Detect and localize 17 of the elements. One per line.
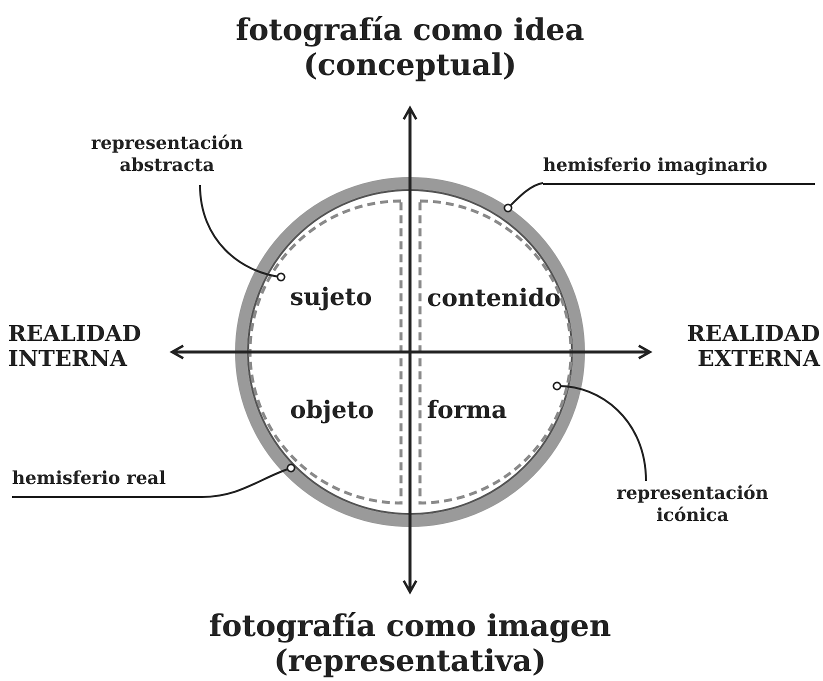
callout-label: hemisferio real <box>12 468 202 498</box>
leader-line <box>504 182 544 212</box>
callout-label: hemisferio imaginario <box>543 155 815 185</box>
quadrant-label: forma <box>427 397 507 424</box>
leader-line <box>552 382 647 482</box>
leader-line <box>199 184 286 282</box>
axis-title: fotografía como imagen (representativa) <box>208 610 612 679</box>
axis-label: REALIDAD EXTERNA <box>686 322 820 373</box>
callout-label: representación icónica <box>590 483 795 531</box>
quadrant-label: sujeto <box>290 284 372 310</box>
ring-circle <box>235 177 585 527</box>
axis-title: fotografía como idea (conceptual) <box>234 14 586 83</box>
leader-line <box>202 464 296 498</box>
callout-label: representación abstracta <box>62 133 272 183</box>
quadrant-label: contenido <box>427 285 561 312</box>
quadrant-label: objeto <box>290 397 374 424</box>
axis-label: REALIDAD INTERNA <box>8 322 142 373</box>
